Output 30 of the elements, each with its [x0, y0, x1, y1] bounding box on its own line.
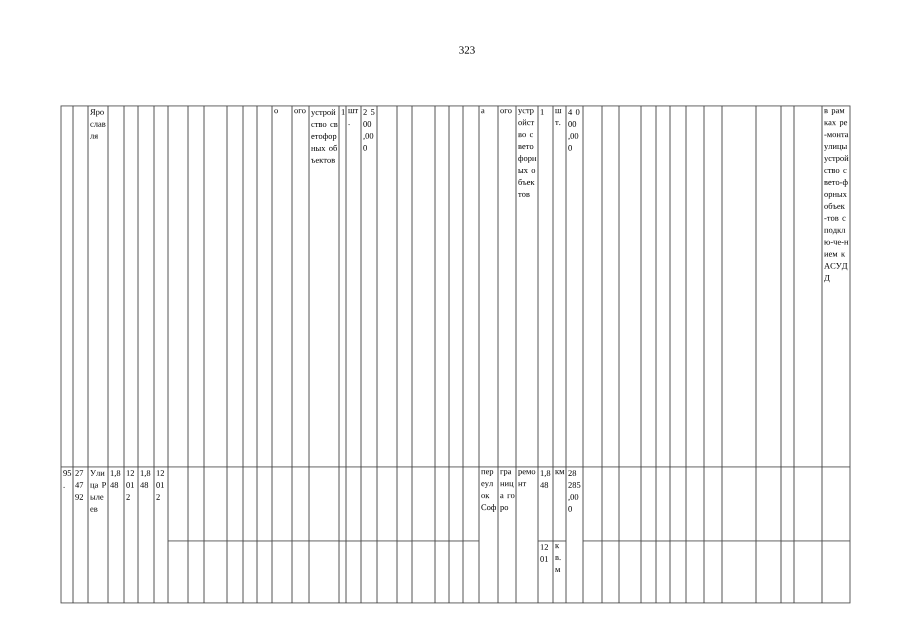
table-entry: переулок Соф — [481, 470, 496, 512]
table-entry: 12012 — [126, 470, 134, 500]
table-entry: в рамках ре-монта улицы устройство свето-форных объек-тов с подклю-че-нием к АСУДД — [824, 109, 848, 282]
table-entry: граница горо — [500, 470, 514, 512]
table-entry: 2 500,000 — [363, 109, 374, 151]
table-entry: 1,848 — [110, 470, 120, 488]
table-entry: 274792 — [75, 470, 84, 500]
table-entry: 12 01 — [540, 544, 548, 562]
table-entry: ремонт — [518, 470, 536, 486]
table-entry: ого — [500, 109, 512, 114]
table-entry: а — [481, 109, 485, 114]
table-entry: устройство светофорных объектов — [518, 109, 536, 197]
table-entry: ого — [294, 109, 306, 114]
table-entry: 12012 — [156, 470, 164, 500]
table-entry: Улица Рылеев — [90, 470, 106, 512]
table-entry: 1 — [342, 109, 345, 115]
table-entry: 1,848 — [140, 470, 150, 488]
table-entry: кв. м — [555, 544, 561, 572]
page-number: 323 — [459, 46, 475, 54]
table-entry: о — [274, 109, 278, 114]
table-entry: 1 — [540, 109, 544, 115]
table-entry: 95. — [63, 470, 72, 488]
table-entry: 4 000,000 — [568, 109, 580, 151]
table-entry: км — [555, 470, 564, 474]
table-entry: 1,848 — [540, 470, 550, 488]
table-entry: шт. — [555, 109, 562, 126]
table-entry: шт. — [348, 109, 358, 126]
table-entry: 28 285,000 — [568, 470, 580, 512]
table-entry: устройство светофорных объектов — [311, 109, 338, 163]
table-entry: Ярославля — [90, 109, 106, 139]
